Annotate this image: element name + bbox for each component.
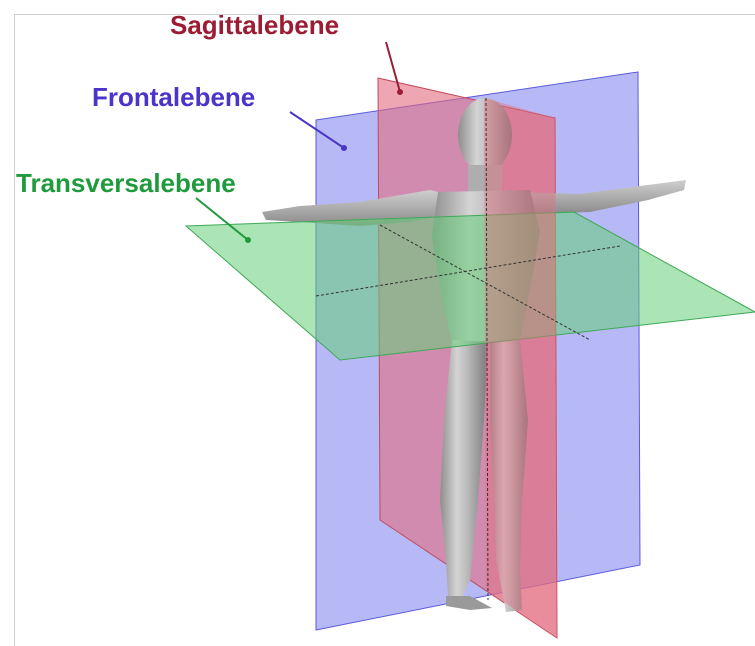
sagittal-plane-front	[484, 98, 557, 638]
transversal-leader-dot	[245, 237, 251, 243]
frontal-leader-dot	[341, 145, 347, 151]
sagittal-leader-dot	[397, 89, 403, 95]
sagittal-label: Sagittalebene	[170, 10, 339, 40]
frontal-label: Frontalebene	[92, 82, 255, 112]
left-foot	[446, 596, 492, 610]
transversal-label: Transversalebene	[16, 168, 236, 198]
transversal-plane	[186, 212, 755, 360]
